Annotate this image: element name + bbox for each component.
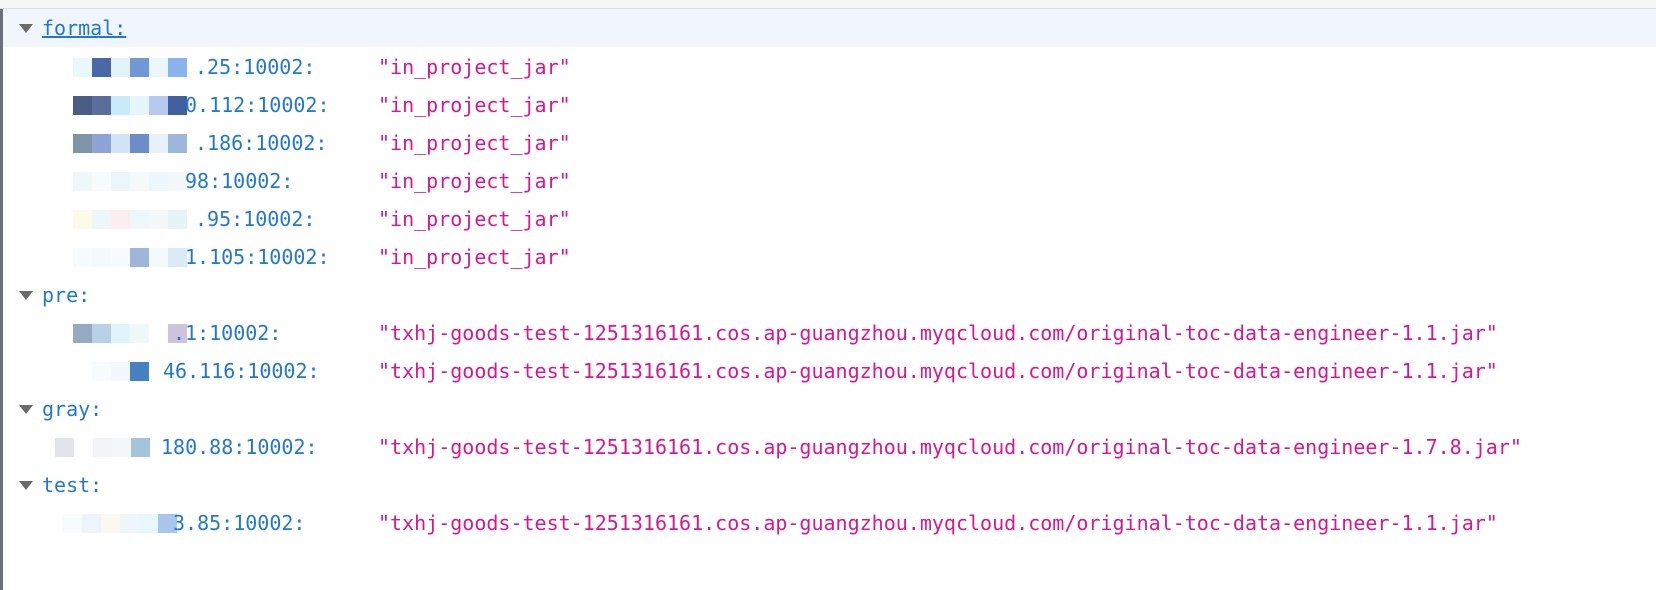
item-value: "in_project_jar" [378, 169, 571, 193]
item-value: "in_project_jar" [378, 245, 571, 269]
triangle-down-icon[interactable] [19, 405, 33, 414]
redacted-ip [73, 86, 187, 124]
redacted-ip [73, 200, 187, 238]
item-value: "in_project_jar" [378, 207, 571, 231]
item-value: "txhj-goods-test-1251316161.cos.ap-guang… [378, 359, 1498, 383]
item-value: "txhj-goods-test-1251316161.cos.ap-guang… [378, 435, 1522, 459]
redacted-ip [73, 48, 187, 86]
redacted-ip [73, 352, 149, 390]
redacted-ip [73, 162, 187, 200]
tree-item: .186:10002: "in_project_jar" [3, 124, 1656, 162]
group-key-gray: gray: [42, 397, 103, 421]
item-key: 180.88:10002: [161, 435, 318, 459]
tree-item: 98:10002: "in_project_jar" [3, 162, 1656, 200]
tree-group-test[interactable]: test: [3, 466, 1656, 504]
redacted-ip [73, 238, 187, 276]
tree-group-pre[interactable]: pre: [3, 276, 1656, 314]
group-key-test: test: [42, 473, 103, 497]
tree-item: .1:10002: "txhj-goods-test-1251316161.co… [3, 314, 1656, 352]
triangle-down-icon[interactable] [19, 481, 33, 490]
redacted-ip [55, 428, 150, 466]
triangle-down-icon[interactable] [19, 291, 33, 300]
tree-item: 180.88:10002: "txhj-goods-test-125131616… [3, 428, 1656, 466]
tree-group-gray[interactable]: gray: [3, 390, 1656, 428]
item-key: 3.85:10002: [173, 511, 306, 535]
item-key: .25:10002: [195, 55, 316, 79]
item-key: 98:10002: [185, 169, 294, 193]
group-key-formal: formal: [42, 16, 127, 40]
item-key: 0.112:10002: [185, 93, 330, 117]
item-value: "txhj-goods-test-1251316161.cos.ap-guang… [378, 321, 1498, 345]
triangle-down-icon[interactable] [19, 24, 33, 33]
redacted-ip [73, 124, 187, 162]
item-value: "txhj-goods-test-1251316161.cos.ap-guang… [378, 511, 1498, 535]
tree-item: 3.85:10002: "txhj-goods-test-1251316161.… [3, 504, 1656, 542]
item-value: "in_project_jar" [378, 55, 571, 79]
tree-item: 46.116:10002: "txhj-goods-test-125131616… [3, 352, 1656, 390]
item-key: 46.116:10002: [163, 359, 320, 383]
tree-item: 0.112:10002: "in_project_jar" [3, 86, 1656, 124]
redacted-ip [63, 504, 177, 542]
item-key: .186:10002: [195, 131, 328, 155]
item-value: "in_project_jar" [378, 93, 571, 117]
item-key: .1:10002: [173, 321, 282, 345]
toolbar-edge [0, 0, 1656, 9]
item-key: 1.105:10002: [185, 245, 330, 269]
redacted-ip [73, 314, 187, 352]
group-key-pre: pre: [42, 283, 91, 307]
tree-item: .95:10002: "in_project_jar" [3, 200, 1656, 238]
window-edge [0, 9, 3, 590]
tree-item: .25:10002: "in_project_jar" [3, 48, 1656, 86]
tree-item: 1.105:10002: "in_project_jar" [3, 238, 1656, 276]
item-value: "in_project_jar" [378, 131, 571, 155]
tree-group-formal[interactable]: formal: [3, 9, 1656, 47]
item-key: .95:10002: [195, 207, 316, 231]
